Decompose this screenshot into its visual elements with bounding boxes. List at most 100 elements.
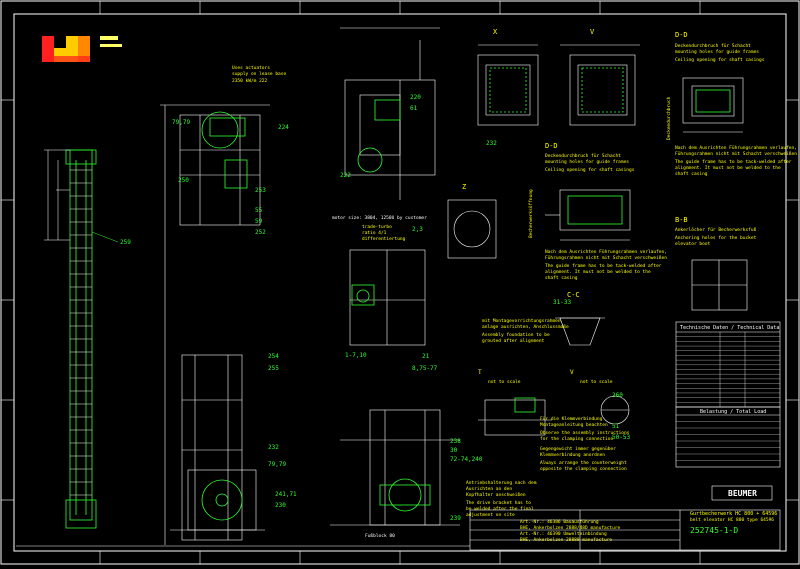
label-79-79-top: 79,79 [172,119,190,126]
view-dd-top-green [695,89,731,113]
counterweight-view [600,395,630,425]
tech-data-table [675,321,781,468]
dd-mid-note-holes: mounting holes for guide frames [545,159,629,165]
drawing-desc-1: Gurtbecherwerk HC 800 + 64596 [690,511,777,517]
left-dim-lines [44,149,70,241]
boot-pulley [201,479,243,521]
label-252: 252 [255,229,266,236]
label-motor-note-2: trade-turbo [362,224,392,230]
guide-note-2: Führungsrahmen nicht mit Schacht verschw… [675,151,797,157]
side-label-2: Becherwerksöffnung [528,189,534,238]
cw-note-6: Klemmverbindung anordnen [540,452,605,458]
drive-note-1: Antriebshalterung nach dem [466,480,537,486]
label-224: 224 [278,124,289,131]
view-label-x: X [493,28,498,36]
guide-mid-4: alignment. It must not be welded to the [545,269,651,275]
guide-mid-2: Führungsrahmen nicht mit Schacht verschw… [545,255,667,261]
boot-detail-pulley [379,478,431,512]
boot-section-view [170,354,265,541]
label-30: 30 [450,447,458,454]
label-239: 239 [450,515,461,522]
label-50-53: 50-53 [612,434,630,441]
bb-note-3: elevator boot [675,241,711,247]
view-v-drawing [560,44,640,126]
drawing-number: 252745-1-D [690,526,738,535]
drawing-desc-2: belt elevator HC 800 type 64596 [690,517,774,523]
tech-table-title: Technische Daten / Technical Data [680,325,779,331]
cw-note-5: Gegengewicht immer gegenüber [540,446,616,452]
boot-detail-view [330,409,460,526]
cw-note-4: for the clamping connection [540,436,613,442]
head-drive-unit [201,111,248,189]
head-cross-section [340,27,440,200]
drive-note-6: adjustment on site [466,512,515,518]
dd-mid-note-en: Ceiling opening for shaft casings [545,167,635,173]
guide-note-4: alignment. It must not be welded to the [675,165,781,171]
label-232-top: 232 [486,140,497,147]
guide-note-3: The guide frame has to be tack-welded af… [675,159,792,165]
title-block [16,509,781,551]
view-dd-top-drawing [682,77,744,133]
view-x-drawing [477,44,539,126]
cw-note-8: opposite the clamping connection [540,466,627,472]
view-label-t: T [478,369,482,376]
drive-note-2: Ausrichten an den [466,486,512,492]
side-label-1: Deckendurchbruch [666,96,672,140]
label-250: 250 [178,177,189,184]
label-use-actuators-2: supply on lease base [232,71,286,77]
label-motor-note-4: differentiertung [362,236,406,242]
label-motor-note-1: motor size: 3804, 1250U by customer [332,215,427,221]
label-use-actuators-1: Uses actuators [232,65,270,71]
ground-note-3: Assembly foundation to be [482,332,550,338]
cw-note-2: Montageanleitung beachten [540,422,608,428]
dd-note-de: Deckendurchbruch für Schacht [675,43,751,49]
guide-note-1: Nach dem Ausrichten Führungsrahmen verla… [675,145,797,151]
supply-note-2: BHE, Ankerbolzen 2888/48D manufacture [520,525,621,531]
label-241-71: 241,71 [275,491,297,498]
view-dd-mid-drawing [545,189,631,241]
view-label-cc: C-C [567,291,580,299]
label-59: 59 [255,218,263,225]
supply-note-1: Art.-Nr.: 46386 Bauausführung [520,519,599,525]
cw-note-3: Observe the assembly instructions [540,430,630,436]
label-222: 222 [340,172,351,179]
label-259: 259 [120,239,131,246]
view-label-z: Z [462,183,466,191]
head-section-view [160,104,270,545]
drive-motor-view [349,249,426,346]
head-gearbox [357,99,401,173]
beumer-logo-box [711,485,773,501]
label-253: 253 [255,187,266,194]
bb-note-1: Ankerlöcher für Becherwerksfuß [675,227,757,233]
view-label-v2: V [570,369,574,376]
label-55: 55 [255,207,263,214]
view-label-v: V [590,28,595,36]
clamp-view-green [514,397,536,413]
label-8-75-77: 8,75-77 [412,365,438,372]
view-dd-mid-green [567,195,623,225]
label-fixing: Fußblock 80 [365,533,395,539]
cw-note-1: Für die Klemmverbindung [540,416,603,422]
label-21: 21 [422,353,430,360]
elevator-rungs [70,169,92,496]
guide-mid-1: Nach dem Ausrichten Führungsrahmen verla… [545,249,667,255]
view-bb-drawing [691,259,748,311]
guide-mid-3: The guide frame has to be tack-welded af… [545,263,662,269]
label-motor-note-3: ratio 4/1 [362,230,387,236]
view-label-bb: B-B [675,216,688,224]
view-cc-drawing [555,317,605,346]
view-x-green [489,67,527,113]
view-label-dd-top: D-D [675,31,688,39]
cw-note-7: Always arrange the counterweight [540,460,627,466]
label-72-74-240: 72-74,240 [450,456,483,463]
bb-note-2: Anchoring holes for the bucket [675,235,757,241]
label-230: 230 [275,502,286,509]
drive-note-3: Kopfhalter anschweißen [466,492,526,498]
ground-note-1: mit Montagevorrichtungsrahmen [482,318,561,324]
label-51: 51 [612,423,620,430]
supply-note-3: Art.-Nr.: 46390 Umwelteinbindung [520,531,607,537]
not-to-scale-2: not to scale [580,379,613,385]
